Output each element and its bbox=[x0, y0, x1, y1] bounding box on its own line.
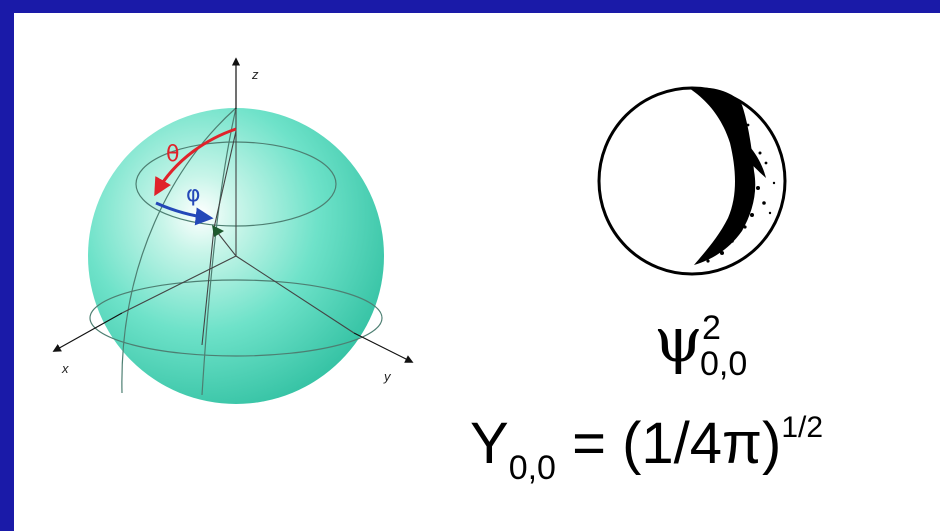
axes bbox=[52, 57, 414, 363]
formula-lhs: Y bbox=[470, 411, 509, 476]
formula-equals: = bbox=[572, 411, 606, 476]
phi-label: φ bbox=[186, 182, 201, 207]
psi-subscript: 0,0 bbox=[700, 345, 748, 383]
theta-arrow bbox=[154, 127, 237, 197]
phi-arrow bbox=[155, 201, 214, 226]
y-axis-label: y bbox=[383, 369, 392, 384]
y-axis bbox=[353, 332, 414, 363]
psi-symbol: ψ bbox=[654, 303, 703, 376]
psi-squared-label: ψ 2 0,0 bbox=[654, 309, 747, 382]
theta-label: θ bbox=[166, 142, 179, 167]
psi-shaded-region bbox=[689, 87, 776, 266]
point-marker bbox=[212, 225, 224, 237]
internal-lines bbox=[121, 108, 355, 346]
x-axis bbox=[52, 312, 123, 352]
x-axis-label: x bbox=[61, 361, 69, 376]
psi-superscript: 2 bbox=[702, 309, 721, 347]
z-axis-label: z bbox=[251, 67, 259, 82]
formula-rhs-exponent: 1/2 bbox=[781, 411, 824, 444]
psi-density-plot bbox=[597, 86, 787, 276]
formula-rhs-base: (1/4π) bbox=[622, 411, 782, 476]
formula-lhs-subscript: 0,0 bbox=[508, 449, 556, 487]
slide-canvas: z x y θ φ ψ 2 0,0 Y0,0 = bbox=[14, 13, 940, 531]
sphere-coordinate-diagram: z x y θ φ bbox=[52, 57, 414, 404]
psi-circle bbox=[597, 86, 787, 276]
spherical-harmonic-formula: Y0,0 = (1/4π)1/2 bbox=[470, 411, 824, 487]
